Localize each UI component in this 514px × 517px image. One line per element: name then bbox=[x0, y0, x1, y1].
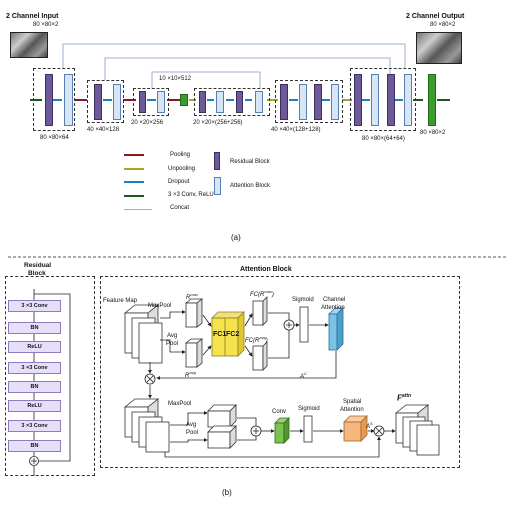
legend-conv: 3 ×3 Conv, ReLU bbox=[168, 192, 214, 198]
residual-layer: BN bbox=[8, 440, 61, 452]
residual-block bbox=[199, 91, 206, 113]
decoder-stage-1-frame bbox=[194, 88, 270, 116]
legend-residual: Residual Block bbox=[230, 159, 270, 165]
residual-title-2: Block bbox=[28, 270, 46, 277]
channel-attention-label: Attention bbox=[321, 305, 345, 311]
residual-block bbox=[314, 84, 322, 120]
pool-label-2: Pool bbox=[186, 430, 199, 436]
residual-block bbox=[236, 91, 243, 113]
attention-block bbox=[64, 74, 73, 126]
dim-label-6: 80 ×80×(64+64) bbox=[362, 136, 405, 142]
attention-legend-swatch bbox=[214, 177, 221, 195]
dim-label-1: 80 ×80×64 bbox=[40, 135, 69, 141]
residual-layer: ReLU bbox=[8, 341, 61, 353]
caption-a: (a) bbox=[231, 233, 241, 242]
fattn-label: Fattn bbox=[397, 393, 412, 403]
decoder-stage-3-frame bbox=[350, 68, 416, 131]
residual-block bbox=[139, 91, 146, 113]
maxpool-label-2: MaxPool bbox=[168, 401, 192, 407]
rmax-label: Rmax bbox=[186, 292, 198, 301]
fc-rmax-label: FC(Rmax) bbox=[250, 289, 274, 298]
encoder-stage-2-frame bbox=[87, 80, 124, 123]
fc-ravg-label: FC(Ravg) bbox=[245, 335, 268, 344]
attention-block bbox=[113, 84, 121, 120]
residual-block bbox=[94, 84, 102, 120]
caption-b: (b) bbox=[222, 488, 232, 497]
decoder-stage-2-frame bbox=[275, 80, 343, 123]
spatial-attention-label: Attention bbox=[340, 407, 364, 413]
attention-block bbox=[404, 74, 412, 126]
attention-block bbox=[157, 91, 165, 113]
fc2-label: FC2 bbox=[226, 331, 240, 338]
bottleneck-block bbox=[180, 94, 188, 106]
bottleneck-dim-label: 10 ×10×512 bbox=[159, 76, 192, 82]
dim-label-5: 40 ×40×(128+128) bbox=[271, 127, 321, 133]
input-title: 2 Channel Input bbox=[6, 13, 59, 20]
spatial-label: Spatial bbox=[343, 399, 362, 405]
dropout-arrow-icon bbox=[124, 181, 144, 183]
sigmoid-label: Sigmoid bbox=[292, 297, 314, 303]
channel-label: Channel bbox=[323, 297, 346, 303]
attention-block bbox=[299, 84, 307, 120]
residual-block bbox=[45, 74, 53, 126]
residual-title: Residual bbox=[24, 262, 52, 269]
fc1-label: FC1 bbox=[213, 331, 227, 338]
as-label: AS bbox=[366, 421, 373, 430]
residual-block bbox=[387, 74, 395, 126]
residual-layer: 3 ×3 Conv bbox=[8, 362, 61, 374]
attention-block bbox=[216, 91, 224, 113]
residual-layer: BN bbox=[8, 381, 61, 393]
output-conv-block bbox=[428, 74, 436, 126]
maxpool-label: MaxPool bbox=[148, 303, 172, 309]
residual-layer: 3 ×3 Conv bbox=[8, 300, 61, 312]
conv-label: Conv bbox=[272, 409, 287, 415]
input-dim-label: 80 ×80×2 bbox=[33, 22, 59, 28]
residual-block bbox=[280, 84, 288, 120]
avg-label-2: Avg bbox=[186, 422, 197, 428]
feature-map-label: Feature Map bbox=[103, 298, 138, 304]
residual-block bbox=[354, 74, 362, 126]
attention-block bbox=[331, 84, 339, 120]
legend-attention: Attention Block bbox=[230, 183, 271, 189]
output-title: 2 Channel Output bbox=[406, 13, 465, 20]
dim-label-2: 40 ×40×128 bbox=[87, 127, 120, 133]
unpooling-arrow-icon bbox=[124, 168, 144, 170]
output-image bbox=[416, 32, 462, 64]
output-dim-label: 80 ×80×2 bbox=[430, 22, 456, 28]
attention-title: Attention Block bbox=[240, 266, 292, 273]
dim-label-3: 20 ×20×256 bbox=[131, 120, 164, 126]
legend-dropout: Dropout bbox=[168, 179, 190, 185]
encoder-stage-3-frame bbox=[133, 88, 169, 116]
residual-layer: BN bbox=[8, 322, 61, 334]
encoder-stage-1-frame bbox=[33, 68, 75, 131]
dim-label-4: 20 ×20×(256+256) bbox=[193, 120, 243, 126]
legend-pooling: Pooling bbox=[170, 152, 191, 158]
concat-line-icon bbox=[124, 209, 152, 210]
attention-block bbox=[255, 91, 263, 113]
pool-label: Pool bbox=[166, 341, 179, 347]
legend-unpooling: Unpooling bbox=[168, 166, 196, 172]
attention-block bbox=[371, 74, 379, 126]
ravg-label: Ravg bbox=[185, 370, 196, 379]
input-image bbox=[10, 32, 48, 58]
conv-arrow-icon bbox=[124, 195, 144, 197]
legend-concat: Concat bbox=[170, 205, 190, 211]
attention-block-frame bbox=[100, 276, 460, 468]
ac-label: AC bbox=[300, 371, 307, 380]
avg-label: Avg bbox=[167, 333, 178, 339]
residual-layer: 3 ×3 Conv bbox=[8, 420, 61, 432]
residual-block-frame bbox=[5, 276, 95, 476]
dim-label-7: 80 ×80×2 bbox=[420, 130, 446, 136]
pooling-arrow-icon bbox=[124, 154, 144, 156]
residual-legend-swatch bbox=[214, 152, 220, 170]
sigmoid-label-2: Sigmoid bbox=[298, 406, 320, 412]
residual-layer: ReLU bbox=[8, 400, 61, 412]
